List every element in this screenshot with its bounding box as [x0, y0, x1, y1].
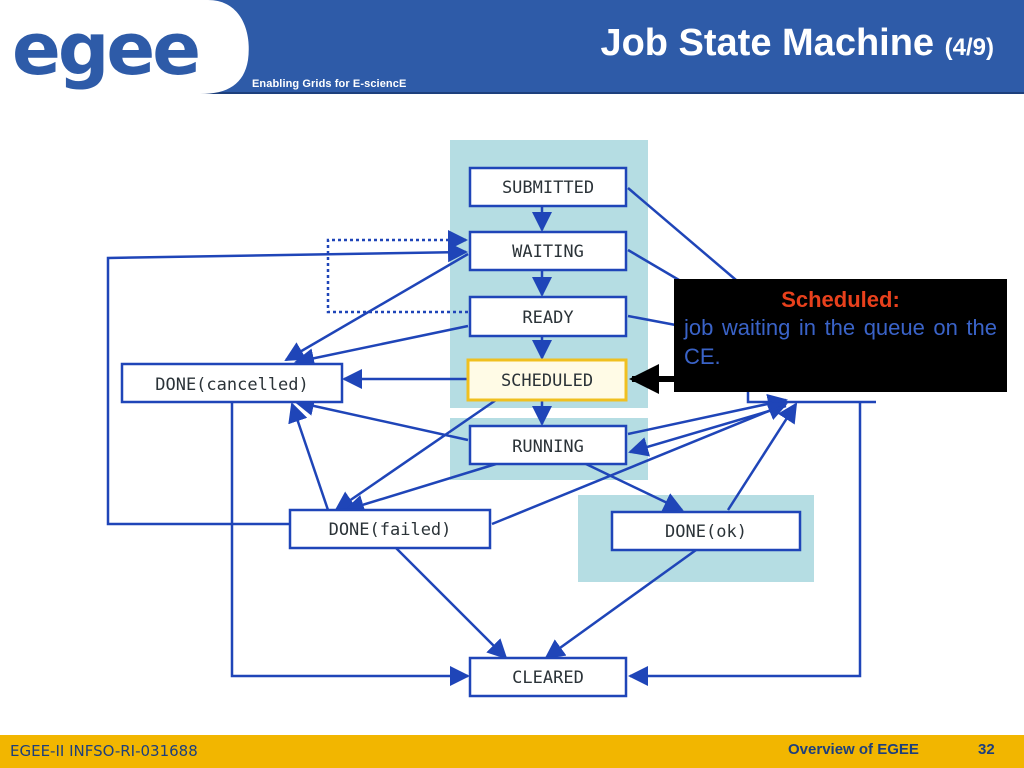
- arrow-cancelled-cleared: [230, 402, 470, 686]
- footer-section-title: Overview of EGEE: [788, 741, 919, 758]
- state-submitted: SUBMITTED: [468, 166, 628, 208]
- svg-text:READY: READY: [522, 308, 573, 328]
- header-rule: [0, 92, 1024, 94]
- state-done-cancelled: DONE(cancelled): [120, 362, 344, 404]
- arrow-failed-cleared: [395, 547, 508, 660]
- arrow-ready-cancelled: [294, 324, 469, 369]
- arrow-failed-cancelled: [288, 402, 330, 511]
- svg-text:CLEARED: CLEARED: [512, 668, 584, 688]
- arrow-running-right: [627, 394, 788, 436]
- state-done-failed: DONE(failed): [288, 508, 492, 550]
- footer-bar: [0, 735, 1024, 768]
- page-title: Job State Machine (4/9): [600, 22, 994, 65]
- arrow-running-cancelled: [294, 396, 469, 442]
- state-running: RUNNING: [468, 424, 628, 466]
- state-done-ok: DONE(ok): [610, 510, 802, 552]
- svg-text:WAITING: WAITING: [512, 242, 584, 262]
- slide-count: (4/9): [944, 34, 994, 61]
- tagline: Enabling Grids for E-sciencE: [252, 78, 407, 90]
- callout-body: job waiting in the queue on the CE.: [684, 315, 997, 369]
- svg-text:RUNNING: RUNNING: [512, 437, 584, 457]
- arrow-ready-waiting-dotted: [326, 230, 468, 314]
- arrow-failed-right: [491, 401, 788, 526]
- state-cleared: CLEARED: [468, 656, 628, 698]
- arrow-failed-waiting: [106, 242, 468, 526]
- arrow-done-ok-right: [726, 402, 798, 511]
- arrow-right-cleared: [628, 402, 862, 686]
- arrow-waiting-cancelled: [284, 252, 469, 362]
- footer-project-id: EGEE-II INFSO-RI-031688: [10, 742, 198, 760]
- arrow-ready-right: [627, 314, 682, 328]
- arrow-running-done-ok: [585, 462, 684, 512]
- arrow-running-failed: [344, 462, 497, 515]
- scheduled-callout: Scheduled: job waiting in the queue on t…: [674, 279, 1007, 392]
- svg-text:DONE(cancelled): DONE(cancelled): [155, 375, 309, 395]
- svg-text:DONE(failed): DONE(failed): [329, 520, 452, 540]
- egee-logo: egee: [0, 0, 250, 94]
- title-text: Job State Machine: [600, 22, 935, 64]
- svg-text:DONE(ok): DONE(ok): [665, 522, 747, 542]
- state-machine-diagram: SUBMITTED WAITING READY SCHEDULED RUNNIN…: [96, 130, 876, 700]
- callout-heading: Scheduled:: [781, 287, 900, 312]
- footer-page-number: 32: [978, 741, 995, 758]
- arrow-submitted-right: [627, 187, 737, 281]
- arrow-right-running: [628, 404, 787, 457]
- state-ready: READY: [468, 295, 628, 338]
- svg-text:SUBMITTED: SUBMITTED: [502, 178, 594, 198]
- arrow-done-ok-cleared: [544, 548, 697, 660]
- arrow-scheduled-failed: [334, 398, 497, 512]
- logo-text: egee: [12, 7, 198, 91]
- svg-text:SCHEDULED: SCHEDULED: [501, 371, 593, 391]
- state-scheduled: SCHEDULED: [466, 358, 628, 402]
- state-waiting: WAITING: [468, 230, 628, 272]
